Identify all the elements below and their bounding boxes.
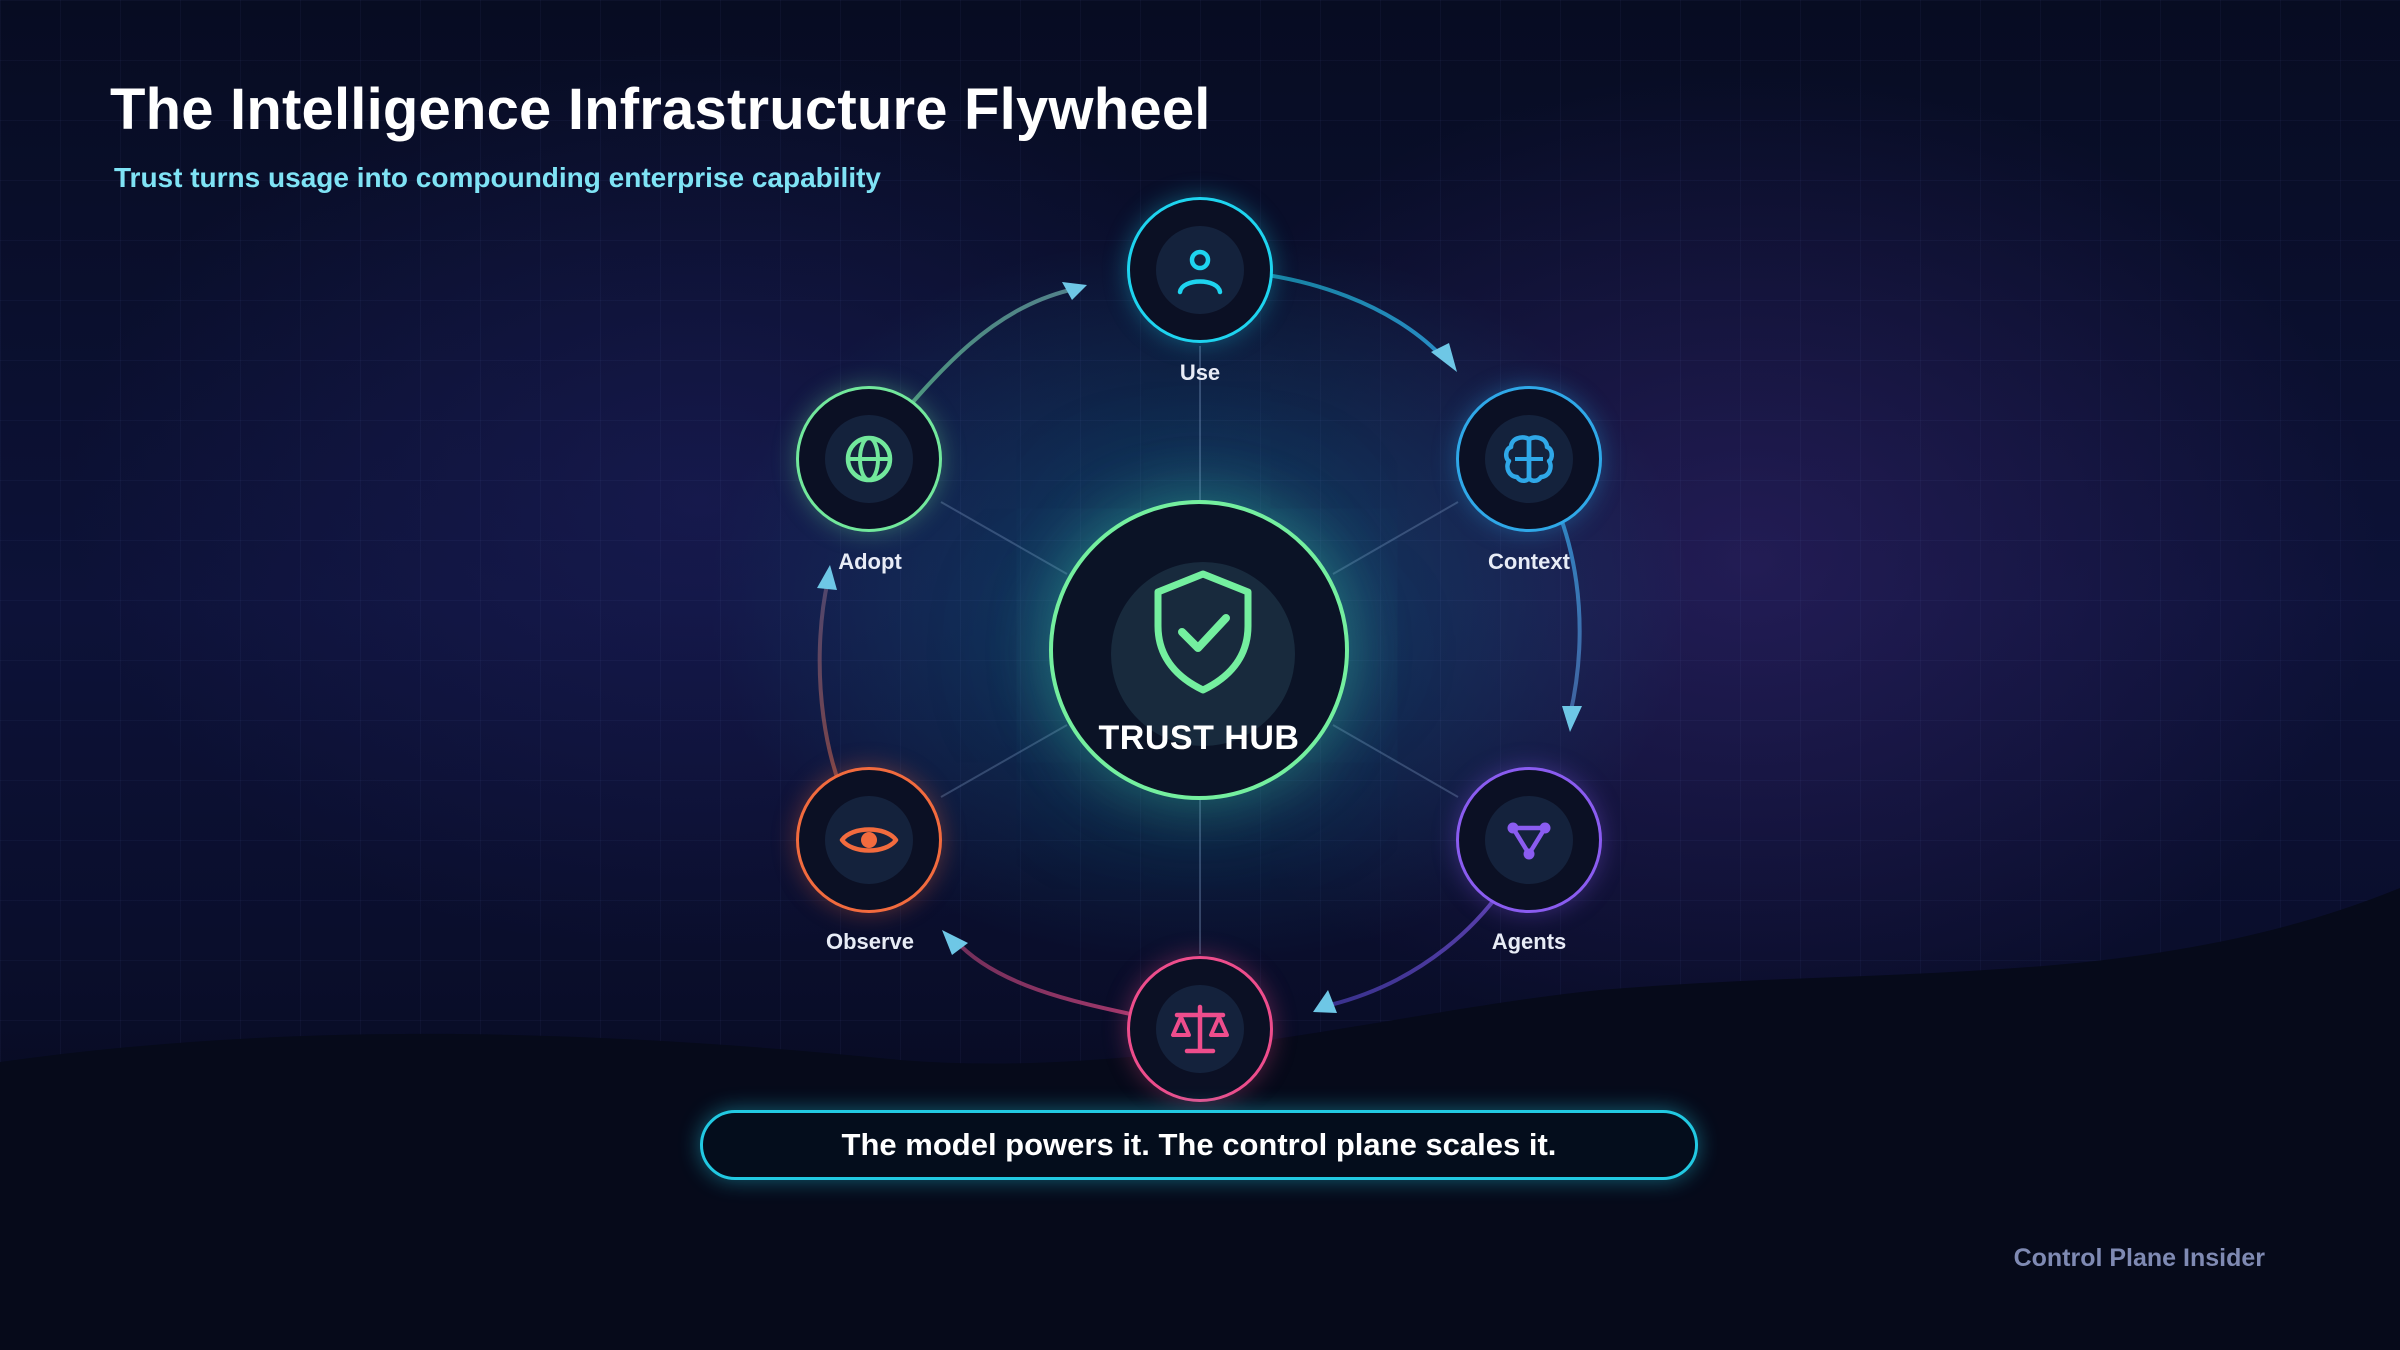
node-inner (1156, 985, 1244, 1073)
cycle-node-adopt (796, 386, 942, 532)
page-subtitle: Trust turns usage into compounding enter… (114, 162, 881, 193)
spoke-observe (940, 724, 1068, 798)
arrowhead-observe (942, 930, 968, 955)
node-inner (1485, 415, 1573, 503)
spoke-context (1332, 501, 1459, 575)
trust-hub: TRUST HUB (1049, 500, 1349, 800)
cycle-label-adopt: Adopt (838, 549, 902, 574)
cycle-node-agents (1456, 767, 1602, 913)
footer-brand: Control Plane Insider (2013, 1244, 2265, 1272)
arrowhead-scales (1313, 990, 1337, 1013)
arrowhead-adopt (817, 565, 837, 590)
arrowhead-agents (1562, 706, 1582, 732)
tagline-pill: The model powers it. The control plane s… (700, 1110, 1698, 1180)
spoke-adopt (940, 501, 1068, 575)
node-inner (1485, 796, 1573, 884)
page-title: The Intelligence Infrastructure Flywheel (110, 77, 1211, 142)
cycle-label-context: Context (1488, 549, 1570, 574)
globe-icon (845, 435, 893, 483)
cycle-node-observe (796, 767, 942, 913)
arrow-scales-to-observe (953, 938, 1159, 1022)
node-inner (825, 796, 913, 884)
user-icon (1177, 249, 1223, 295)
arrow-heads (817, 282, 1582, 1013)
cycle-node-context (1456, 386, 1602, 532)
brain-icon (1504, 435, 1554, 483)
arrowhead-context (1431, 343, 1457, 372)
node-inner (1156, 226, 1244, 314)
network-triangle-icon (1507, 822, 1551, 860)
eye-icon (839, 827, 899, 853)
spoke-agents (1332, 724, 1459, 798)
cycle-node-scales (1127, 956, 1273, 1102)
trust-hub-inner (1111, 562, 1295, 746)
tagline-text: The model powers it. The control plane s… (841, 1127, 1557, 1162)
shield-check-icon (1154, 570, 1252, 694)
node-inner (825, 415, 913, 503)
cycle-label-use: Use (1179, 360, 1221, 385)
cycle-label-agents: Agents (1491, 929, 1567, 954)
trust-hub-label: TRUST HUB (1098, 719, 1300, 757)
scales-icon (1171, 1004, 1229, 1054)
spokes (940, 346, 1459, 954)
cycle-node-use (1127, 197, 1273, 343)
cycle-label-observe: Observe (825, 929, 915, 954)
arrowhead-use (1062, 282, 1087, 300)
